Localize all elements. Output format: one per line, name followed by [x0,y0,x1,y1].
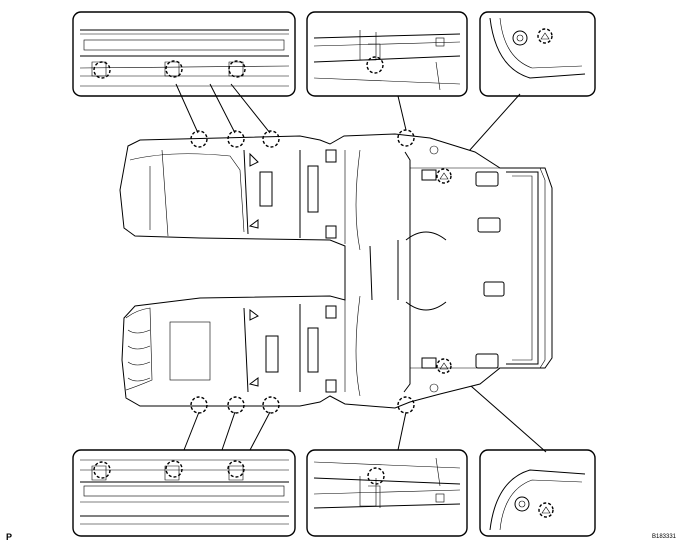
callout-box-top-left [72,11,296,97]
callout-box-bottom-left [72,449,296,537]
figure-code: B183331 [652,534,677,540]
clip-marker [165,460,183,478]
callout-box-top-middle [306,11,468,97]
clip-marker [227,460,245,478]
callout-box-bottom-right [479,449,596,537]
clip-marker [93,61,111,79]
clip-marker [537,28,553,44]
clip-marker [93,461,111,479]
clip-marker [228,60,246,78]
clip-marker [367,467,385,485]
carpet-clip-markers [190,129,452,414]
floor-carpet [119,133,553,409]
callout-box-top-right [479,11,596,97]
clip-marker [165,60,183,78]
clip-marker [366,56,384,74]
callout-box-bottom-middle [306,449,468,537]
leader-lines [175,83,547,453]
clip-marker [538,502,554,518]
view-label: P [6,532,13,542]
